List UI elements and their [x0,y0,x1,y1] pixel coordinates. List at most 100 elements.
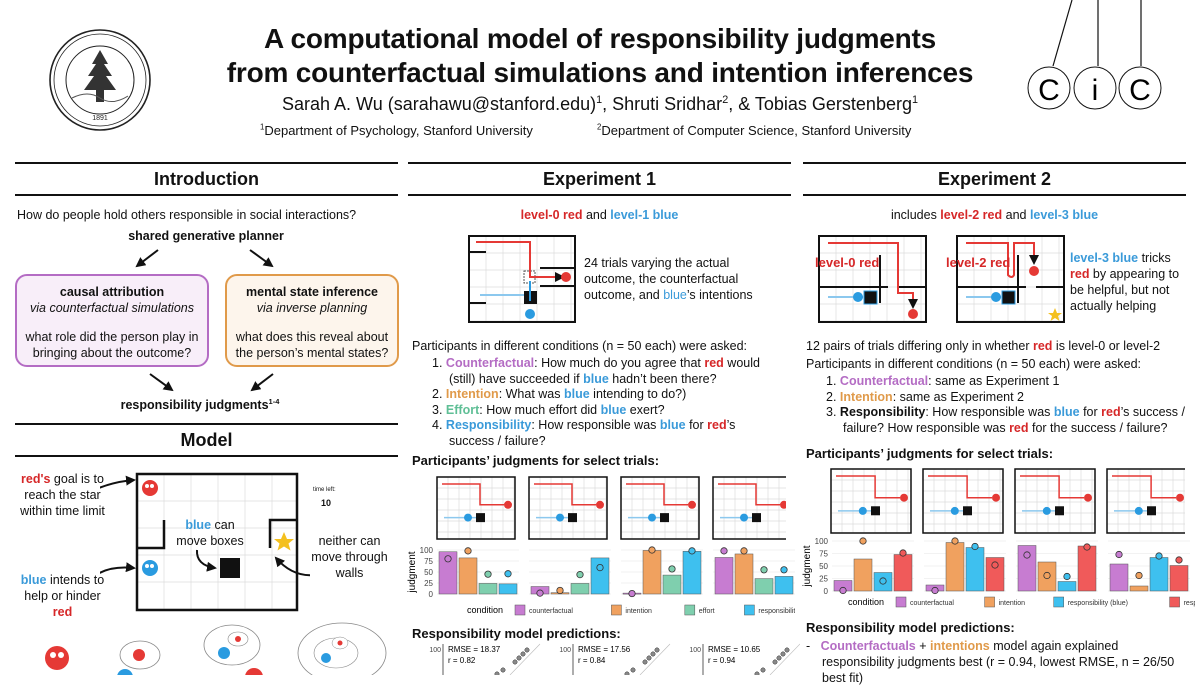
scatter-point [524,647,530,653]
box-body: what role did the person play in bringin… [25,330,199,360]
blue-agent-icon [740,513,748,522]
y-tick-label: 50 [424,568,433,577]
question-label: Intention [445,387,499,401]
arrow-icon [135,249,159,268]
question-number: 1. [826,374,837,388]
annotation-text: intends to help or hinder [24,573,105,603]
section-heading-model: Model [15,423,398,457]
question-text: : How much do you agree that [534,356,705,370]
question-item: 4. Responsibility: How responsible was b… [432,418,782,449]
y-tick-label: 0 [824,587,829,596]
title-line-2: from counterfactual simulations and inte… [226,57,974,88]
question-number: 2. [826,389,837,404]
affiliation-1: 1Department of Psychology, Stanford Univ… [260,123,533,138]
bar-responsibility [498,583,518,595]
blue-agent-icon [525,309,535,319]
planner-arrows [135,249,274,268]
model-prediction-point [760,566,768,574]
legend-label: intention [625,608,652,615]
exp1-description: 24 trials varying the actual outcome, th… [584,255,774,303]
y-tick-label: 100 [429,647,441,654]
legend-title: condition [467,605,503,615]
blue-agent-icon [648,513,656,522]
red-agent-icon [688,500,696,509]
question-label: Responsibility [839,405,926,419]
author-1: Sarah A. Wu (sarahawu@stanford.edu) [282,94,597,114]
scatter-point [776,655,782,661]
star-icon [1048,308,1062,321]
blue-label: blue [583,371,609,386]
exp2-subtitle: includes level-2 red and level-3 blue [803,207,1186,223]
trial-thumbnail [712,476,786,540]
scatter-point [494,671,500,675]
scatter-point [760,667,766,673]
model-prediction-point [899,549,907,557]
model-prediction-point [859,537,867,545]
affiliation-2: 2Department of Computer Science, Stanfor… [597,123,911,138]
question-text: for [685,418,708,432]
red-agent-icon [1029,266,1039,276]
model-prediction-point [839,586,847,595]
desc-text: by appearing to be helpful, but not actu… [1070,267,1180,313]
desc-text: tricks [1138,251,1171,265]
question-text: : What was [498,387,564,401]
arrow-icon [100,562,136,574]
legend-swatch [684,604,696,616]
question-text: : How responsible was [925,405,1054,419]
legend-swatch [895,596,907,608]
bar-counterfactual [438,551,458,595]
blue-label: blue [20,573,47,587]
blue-agent-icon [556,513,564,522]
bar-responsibility-blue- [1149,557,1169,592]
scatter-point [650,651,656,657]
question-item: 1. Counterfactual: How much do you agree… [432,356,782,387]
question-text: ’s success / failure? [449,418,736,448]
recursive-reasoning-illustration [45,622,387,675]
legend-label: counterfactual [529,608,573,615]
legend-swatch [514,604,526,616]
bar-effort [754,578,774,595]
model-prediction-point [628,589,636,598]
question-number: 4. [432,418,443,432]
intro-result: responsibility judgments1-4 [0,397,400,413]
exp1-judgments-heading: Participants’ judgments for select trial… [412,453,660,468]
question-item: 1. Counterfactual: same as Experiment 1 [826,374,1191,390]
scatter-point [772,659,778,665]
exp1-question-list: 1. Counterfactual: How much do you agree… [432,356,782,449]
model-prediction-point [668,565,676,573]
model-prediction-point [971,542,979,551]
red-agent-icon [908,309,918,319]
cic-letter: C [1038,74,1060,107]
time-left-value: 10 [321,498,332,508]
exp2-asked: Participants in different conditions (n … [806,357,1142,371]
exp2-prediction-bullet: - Counterfactuals + intentions model aga… [806,638,1191,686]
question-item: 3. Responsibility: How responsible was b… [826,405,1191,436]
author-2-affil: 2 [722,94,729,106]
desc-text: ’s intentions [686,288,753,302]
blue-agent-icon [858,506,867,515]
grid-label-level-0-red: level-0 red [815,255,880,270]
model-prediction-point [879,577,887,585]
model-prediction-point [951,537,959,545]
blue-label: blue [185,518,212,532]
blue-label: blue [563,387,590,401]
question-text: : same as Experiment 1 [928,374,1060,388]
grid-label-level-2-red: level-2 red [946,255,1011,270]
question-number: 1. [432,356,443,370]
bar-responsibility [590,557,610,595]
scatter-point [754,671,760,675]
scatter-point [780,651,786,657]
poster-title: A computational model of responsibility … [200,22,1000,90]
red-label: red [52,605,73,619]
red-agent-icon [1084,493,1092,502]
model-prediction-point [1043,571,1051,580]
time-left-label: time left: [313,487,336,493]
section-heading-experiment-2: Experiment 2 [803,162,1186,196]
question-text: for the success / failure? [1028,420,1168,435]
box-title: mental state inference [246,285,378,299]
bar-responsibility-red- [1169,565,1189,592]
arrow-icon [274,556,310,577]
level-2-red-label: level-2 red [940,208,1003,222]
